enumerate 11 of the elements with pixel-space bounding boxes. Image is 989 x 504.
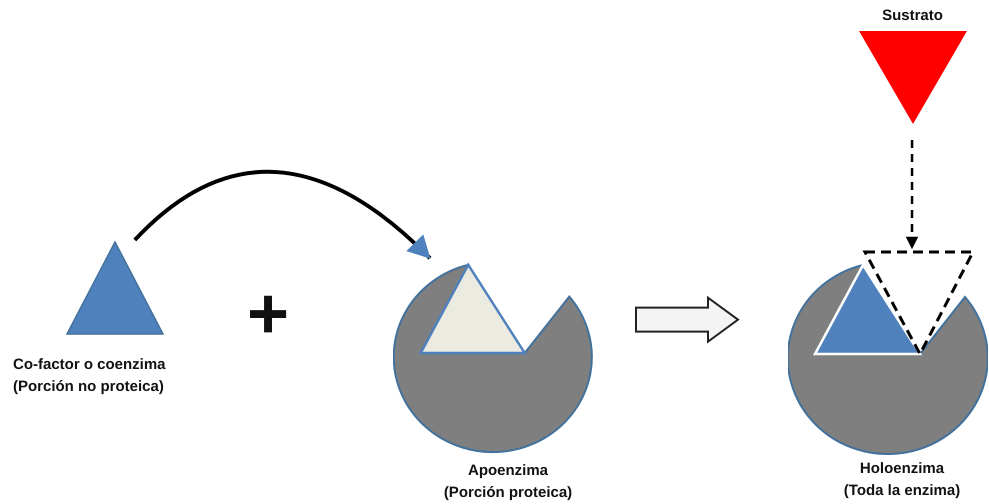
node-title: Holoenzima — [860, 459, 944, 479]
arrow — [906, 140, 918, 250]
node-subtitle: (Toda la enzima) — [844, 481, 960, 501]
plus-sign: + — [247, 278, 290, 350]
node-title: Co-factor o coenzima — [13, 355, 166, 375]
node-title: Sustrato — [882, 6, 943, 26]
node-subtitle: (Porción no proteica) — [13, 377, 164, 397]
arrow — [133, 170, 432, 260]
node-subtitle: (Porción proteica) — [444, 483, 572, 503]
block-arrow — [635, 296, 740, 344]
node-title: Apoenzima — [468, 461, 548, 481]
